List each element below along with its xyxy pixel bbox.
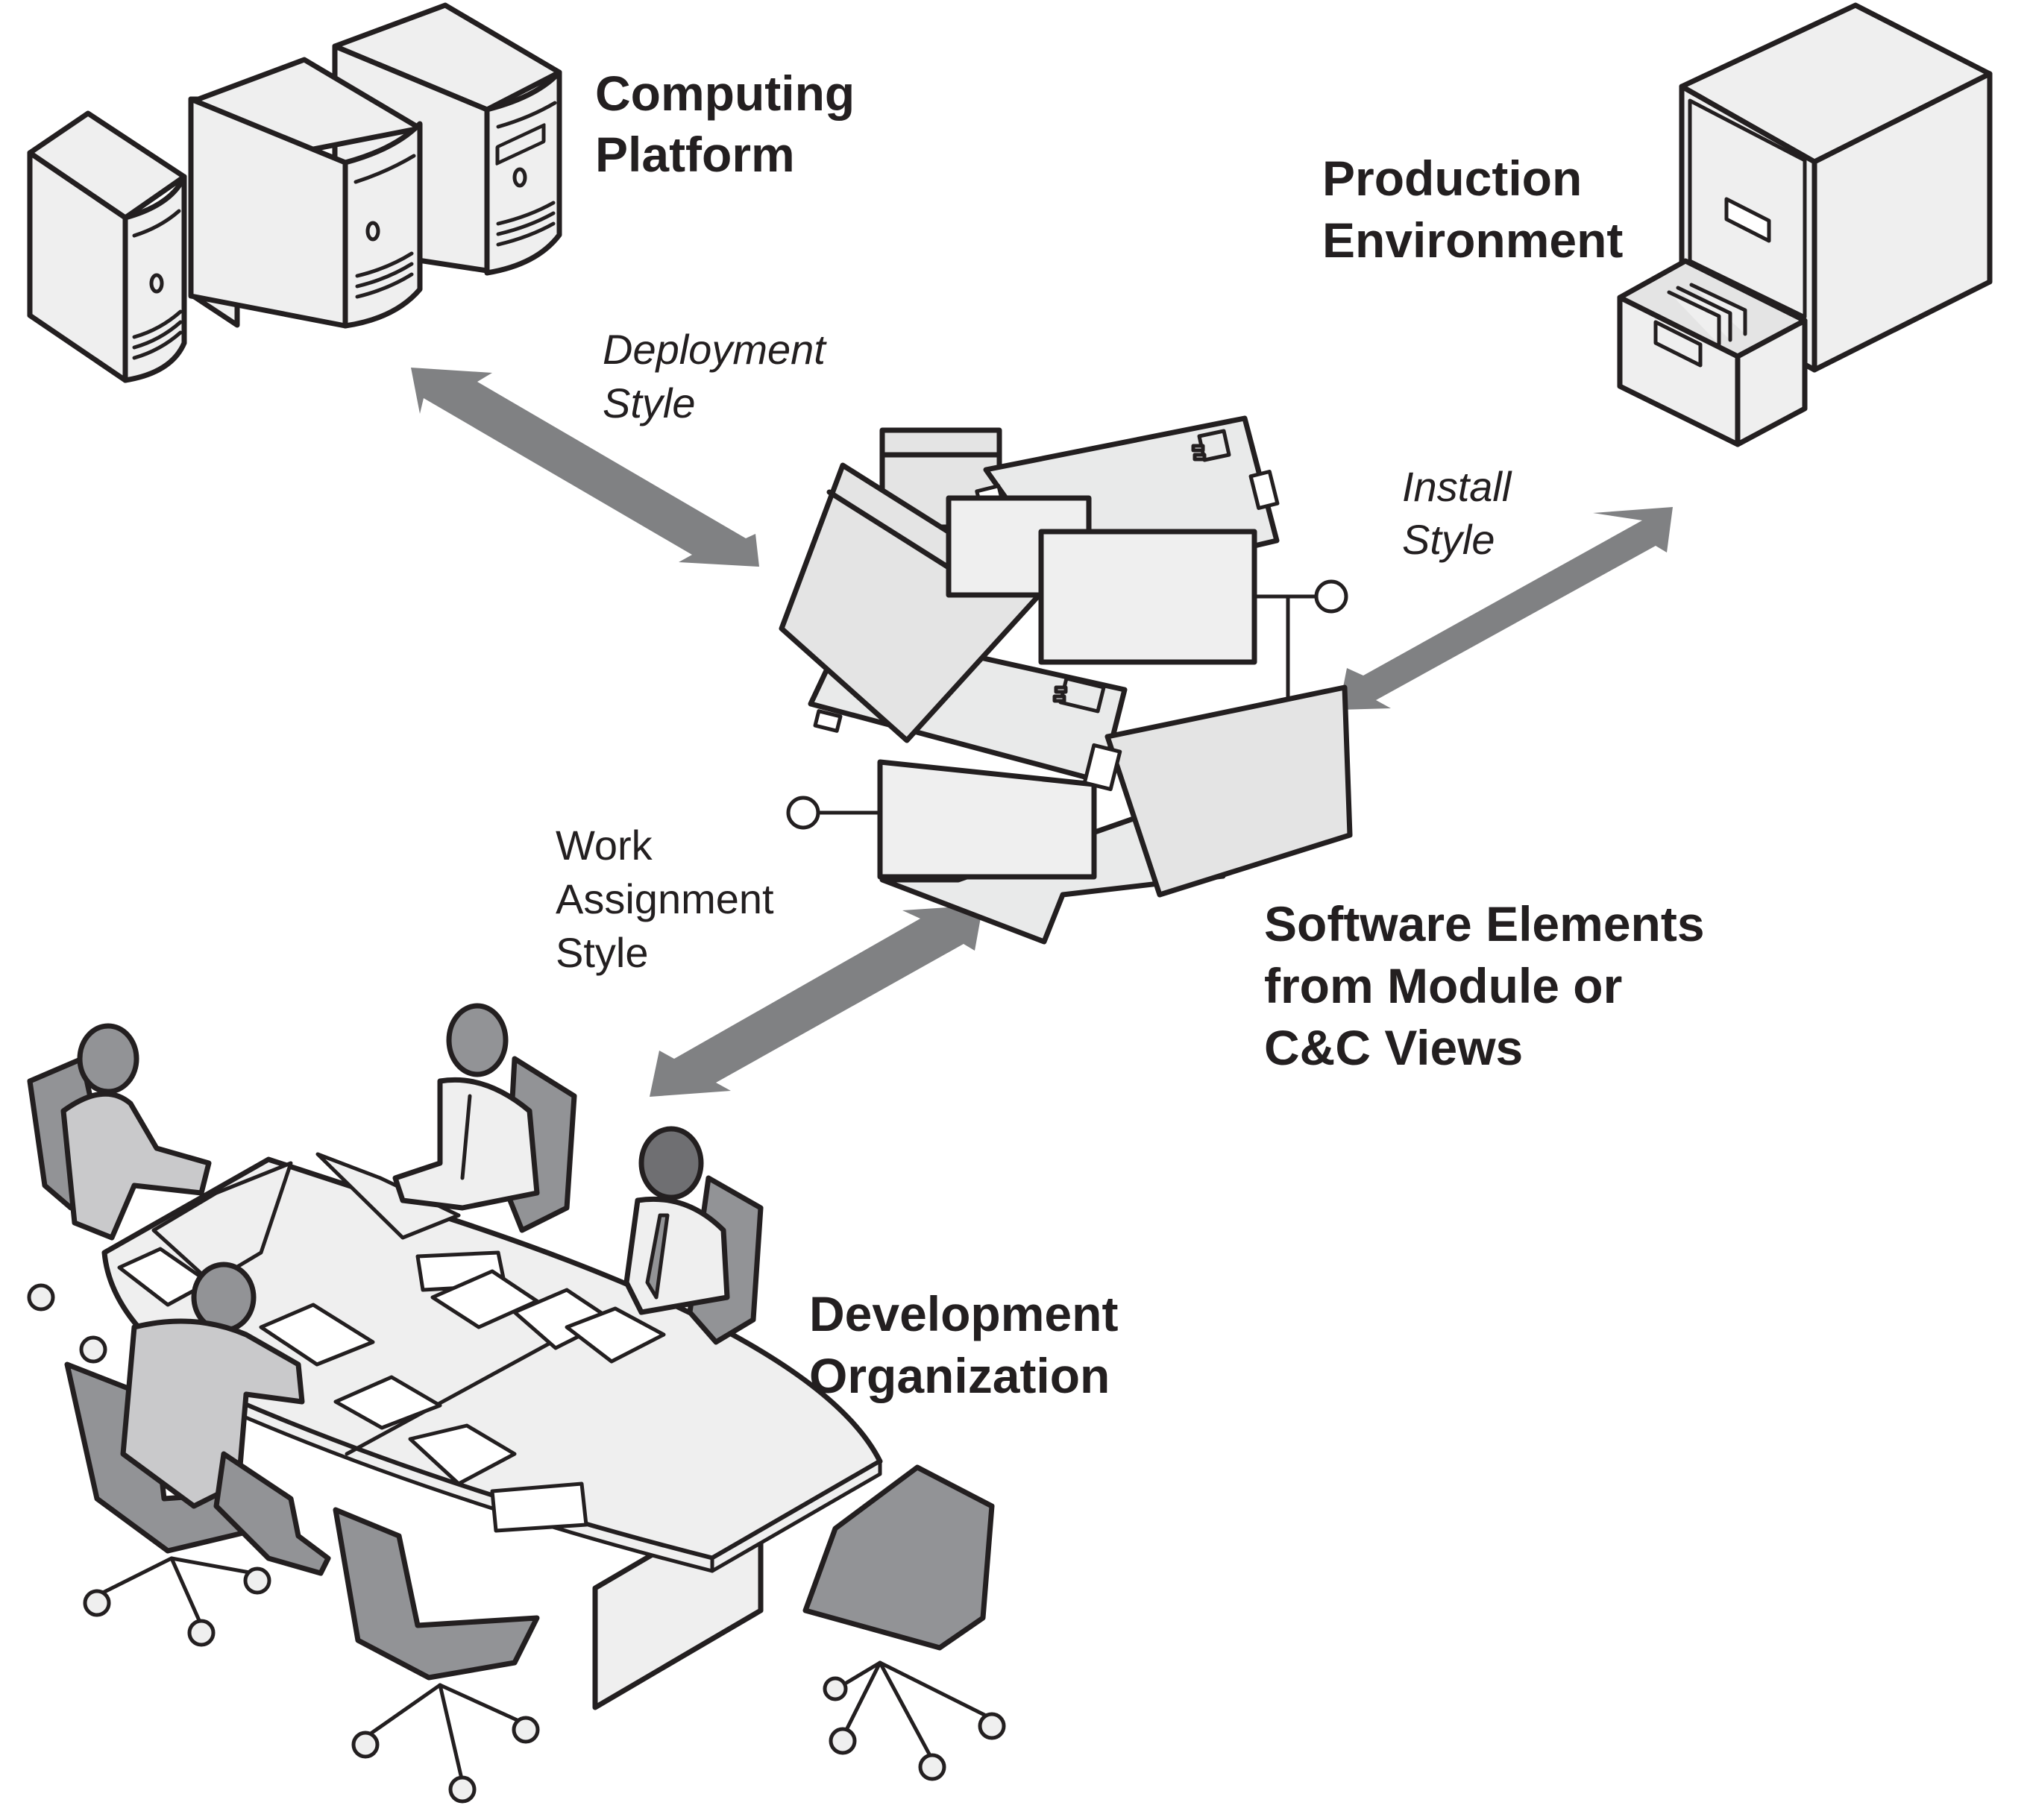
component-box xyxy=(877,759,1097,880)
label-line: Style xyxy=(1402,516,1495,563)
label-line: Install xyxy=(1402,463,1512,510)
person-icon xyxy=(392,1003,540,1211)
person-icon xyxy=(120,1262,331,1576)
software-components-cluster xyxy=(779,415,1353,945)
port xyxy=(813,709,843,733)
label-line: Style xyxy=(556,929,649,976)
server-tower-icon xyxy=(27,110,187,383)
label-line: Deployment xyxy=(603,326,827,373)
label-line: Organization xyxy=(809,1348,1110,1403)
chair-icon xyxy=(333,1507,540,1804)
edge-work-assignment-arrow xyxy=(650,905,983,1097)
label-software-elements: Software Elements from Module or C&C Vie… xyxy=(1264,896,1705,1075)
component-box xyxy=(1038,529,1257,665)
label-computing-platform: Computing Platform xyxy=(595,66,855,182)
edge-deployment-arrow xyxy=(411,368,759,567)
chair-icon xyxy=(802,1464,1006,1781)
server-tower-icon xyxy=(188,57,423,329)
label-deployment-style: Deployment Style xyxy=(603,326,827,426)
person-icon xyxy=(60,1023,212,1241)
file-cabinet-icon xyxy=(1617,2,1993,447)
label-work-assignment-style: Work Assignment Style xyxy=(556,822,774,976)
label-line: Environment xyxy=(1322,212,1623,268)
development-organization-scene xyxy=(27,1003,1006,1804)
label-development-organization: Development Organization xyxy=(809,1286,1118,1403)
label-line: Style xyxy=(603,380,696,426)
label-production-environment: Production Environment xyxy=(1322,151,1623,268)
component-box xyxy=(1104,684,1353,898)
label-line: Work xyxy=(556,822,653,869)
label-install-style: Install Style xyxy=(1402,463,1512,563)
component-icon xyxy=(1191,429,1231,462)
label-line: Production xyxy=(1322,151,1582,206)
interface-lollipop-icon xyxy=(786,796,820,830)
person-icon xyxy=(623,1126,730,1315)
computing-platform-servers xyxy=(27,2,562,383)
edge-install-arrow xyxy=(1339,507,1673,710)
interface-lollipop-icon xyxy=(1314,579,1348,614)
label-line: Software Elements xyxy=(1264,896,1705,951)
papers xyxy=(117,1247,666,1533)
port xyxy=(1248,470,1280,510)
label-line: C&C Views xyxy=(1264,1020,1523,1075)
port xyxy=(1082,743,1122,792)
label-line: Development xyxy=(809,1286,1118,1341)
label-line: Platform xyxy=(595,127,795,182)
component-icon xyxy=(1052,676,1106,714)
label-line: Computing xyxy=(595,66,855,121)
label-line: Assignment xyxy=(556,875,774,922)
label-line: from Module or xyxy=(1264,958,1622,1013)
laptop-icon xyxy=(151,1152,461,1285)
